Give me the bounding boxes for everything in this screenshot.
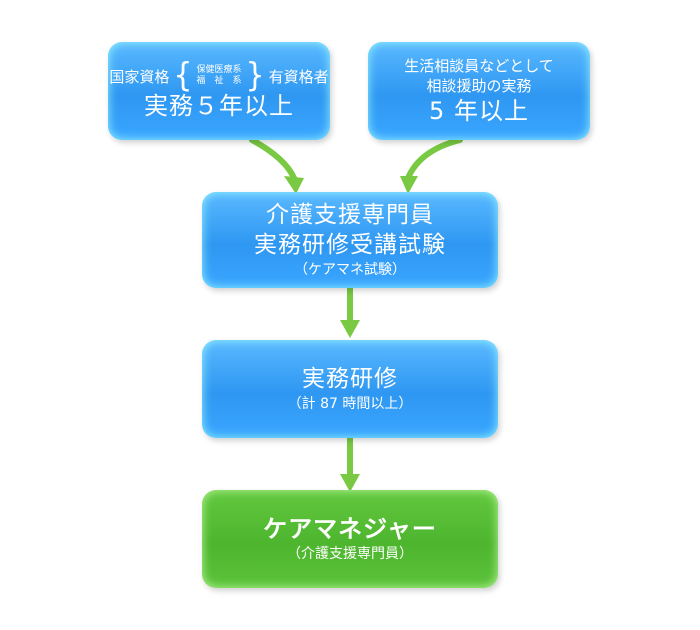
arrowhead-a: [284, 176, 304, 194]
consult-main: 5 年以上: [429, 97, 529, 125]
care-manager-main: ケアマネジャー: [263, 515, 437, 543]
license-prefix: 国家資格: [109, 67, 170, 86]
box-consultation-experience: 生活相談員などとして 相談援助の実務 5 年以上: [368, 42, 590, 140]
left-brace: {: [173, 56, 193, 95]
training-sub: （計 87 時間以上）: [287, 396, 413, 412]
box-training: 実務研修 （計 87 時間以上）: [202, 340, 498, 438]
license-type-welfare: 福 祉 系: [196, 76, 242, 86]
training-main: 実務研修: [302, 366, 398, 392]
right-brace: }: [245, 56, 265, 95]
exam-line2: 実務研修受講試験: [254, 232, 446, 258]
box-care-manager: ケアマネジャー （介護支援専門員）: [202, 490, 498, 588]
arrowhead-b: [400, 176, 418, 194]
license-suffix: 有資格者: [268, 67, 329, 86]
exam-line1: 介護支援専門員: [266, 202, 434, 228]
arrowhead-d: [340, 474, 360, 492]
arrowhead-c: [340, 320, 360, 338]
arrow-a-to-c: [249, 137, 297, 181]
consult-line1: 生活相談員などとして: [404, 57, 554, 75]
arrow-b-to-c: [405, 137, 463, 181]
box-national-license: 国家資格 { 保健医療系 福 祉 系 } 有資格者 実務５年以上: [108, 42, 330, 140]
license-types: 保健医療系 福 祉 系: [196, 65, 241, 87]
license-main: 実務５年以上: [144, 92, 294, 120]
license-type-health: 保健医療系: [196, 65, 242, 75]
box-exam: 介護支援専門員 実務研修受講試験 （ケアマネ試験）: [202, 192, 498, 288]
consult-line2: 相談援助の実務: [426, 77, 532, 95]
license-row: 国家資格 { 保健医療系 福 祉 系 } 有資格者: [109, 56, 329, 95]
exam-sub: （ケアマネ試験）: [294, 262, 406, 278]
care-manager-sub: （介護支援専門員）: [287, 546, 413, 562]
